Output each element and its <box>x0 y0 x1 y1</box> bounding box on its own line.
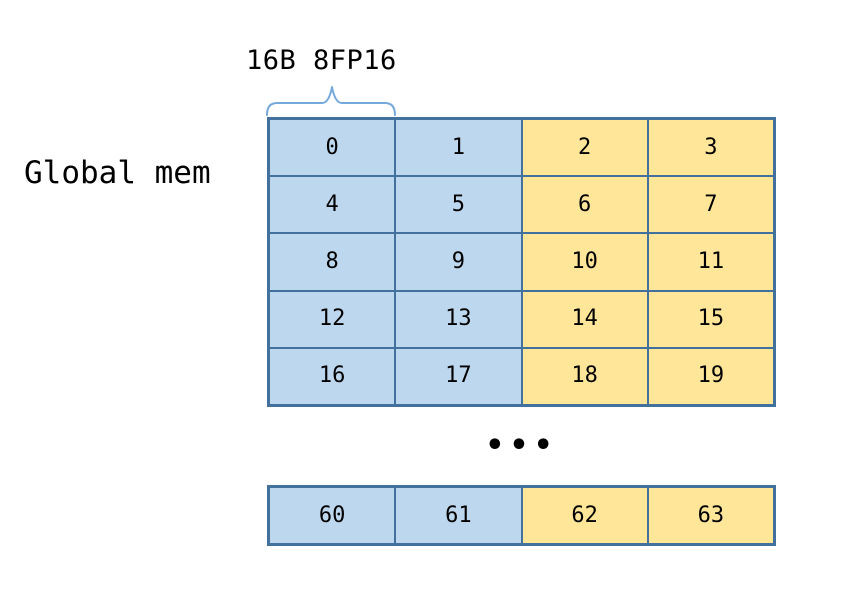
bottom-row-grid: 60 61 62 63 <box>267 485 776 546</box>
mem-cell: 6 <box>522 177 647 233</box>
mem-cell: 63 <box>648 488 773 543</box>
mem-cell: 4 <box>270 177 395 233</box>
mem-cell: 13 <box>396 291 521 347</box>
mem-cell: 12 <box>270 291 395 347</box>
mem-cell: 1 <box>396 120 521 176</box>
mem-cell: 8 <box>270 234 395 290</box>
mem-cell: 60 <box>270 488 395 543</box>
mem-cell: 5 <box>396 177 521 233</box>
mem-cell: 16 <box>270 348 395 404</box>
mem-cell: 14 <box>522 291 647 347</box>
mem-cell: 15 <box>648 291 773 347</box>
mem-cell: 11 <box>648 234 773 290</box>
global-mem-label: Global mem <box>24 155 211 191</box>
mem-cell: 18 <box>522 348 647 404</box>
mem-cell: 9 <box>396 234 521 290</box>
mem-cell: 62 <box>522 488 647 543</box>
mem-cell: 7 <box>648 177 773 233</box>
mem-cell: 2 <box>522 120 647 176</box>
mem-cell: 0 <box>270 120 395 176</box>
mem-cell: 17 <box>396 348 521 404</box>
brace-label: 16B 8FP16 <box>246 45 397 76</box>
mem-cell: 10 <box>522 234 647 290</box>
mem-cell: 19 <box>648 348 773 404</box>
mem-cell: 3 <box>648 120 773 176</box>
brace-shape <box>266 86 396 116</box>
global-mem-grid: 0 1 2 3 4 5 6 7 8 9 10 11 12 13 14 15 16… <box>267 117 776 407</box>
ellipsis: ••• <box>485 428 558 463</box>
mem-cell: 61 <box>396 488 521 543</box>
